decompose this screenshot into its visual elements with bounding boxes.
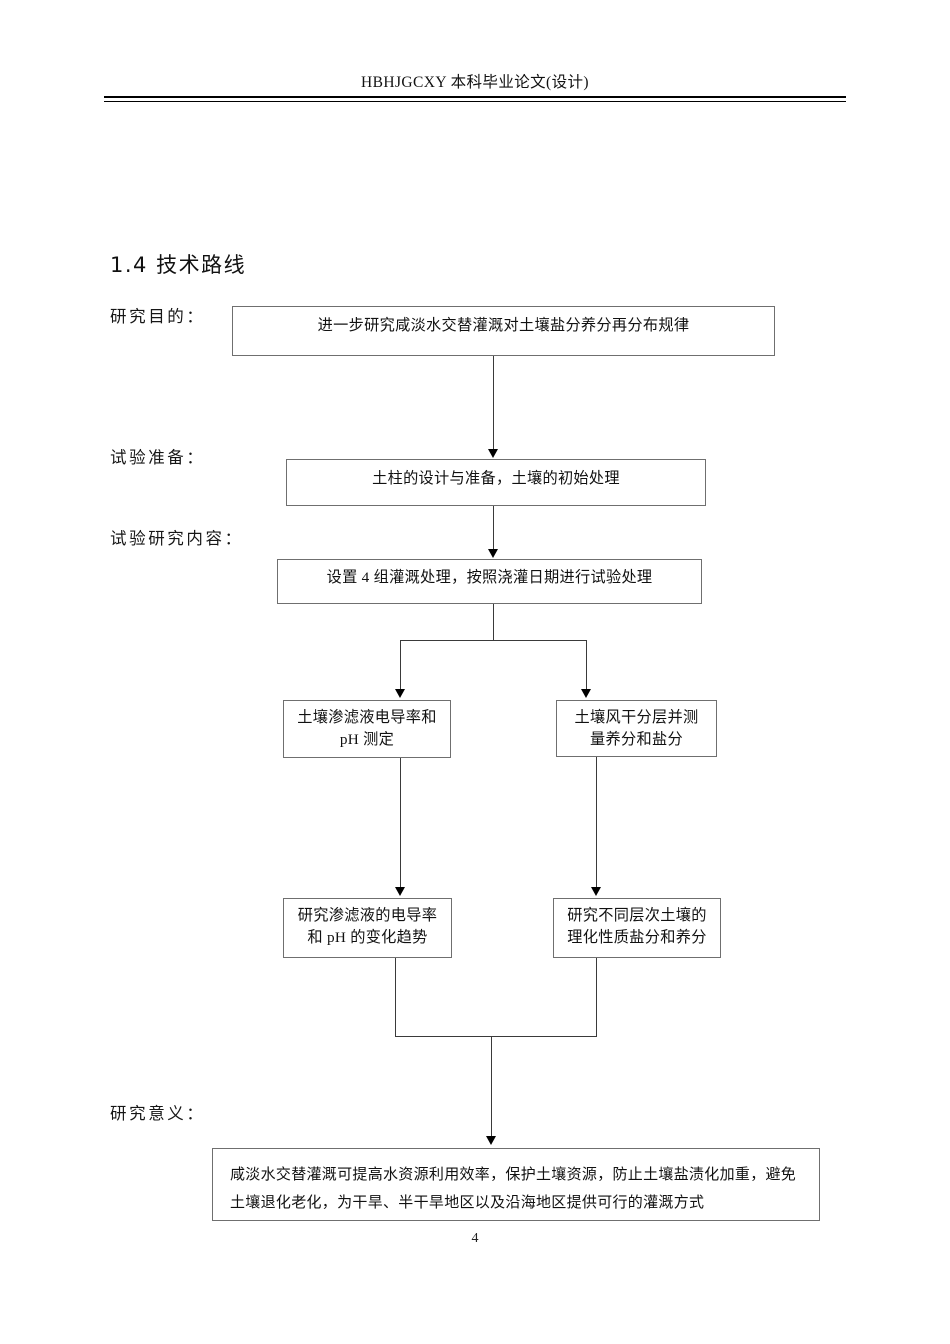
connector-trend-down xyxy=(395,958,396,1037)
flow-node-percolate-ec-ph: 土壤渗滤液电导率和 pH 测定 xyxy=(283,700,451,758)
connector-branch-right-down xyxy=(586,640,587,690)
connector-preparation-to-treatments xyxy=(493,506,494,551)
connector-merge-horizontal xyxy=(395,1036,597,1037)
stage-label-research-significance: 研究意义： xyxy=(110,1104,206,1123)
flow-node-text: 土壤风干分层并测 量养分和盐分 xyxy=(574,709,699,748)
flow-node-text: 进一步研究咸淡水交替灌溉对土壤盐分养分再分布规律 xyxy=(317,317,690,334)
flow-node-research-purpose: 进一步研究咸淡水交替灌溉对土壤盐分养分再分布规律 xyxy=(232,306,775,356)
stage-label-research-purpose: 研究目的： xyxy=(110,307,206,326)
arrowhead-percolate-ec-ph xyxy=(395,689,405,698)
page-header: HBHJGCXY 本科毕业论文(设计) xyxy=(104,70,846,95)
flow-node-treatments: 设置 4 组灌溉处理，按照浇灌日期进行试验处理 xyxy=(277,559,702,604)
connector-layer-properties-down xyxy=(596,958,597,1037)
arrowhead-treatments xyxy=(488,549,498,558)
connector-merge-to-significance xyxy=(491,1036,492,1137)
arrowhead-preparation xyxy=(488,449,498,458)
arrowhead-percolate-trend xyxy=(395,887,405,896)
connector-purpose-to-preparation xyxy=(493,356,494,450)
flow-node-text: 研究渗滤液的电导率 和 pH 的变化趋势 xyxy=(297,907,438,946)
flow-node-preparation: 土柱的设计与准备，土壤的初始处理 xyxy=(286,459,706,506)
connector-percolate-to-trend xyxy=(400,758,401,888)
arrowhead-significance xyxy=(486,1136,496,1145)
header-rule-thick xyxy=(104,96,846,98)
page-title: 1.4 技术路线 xyxy=(110,253,247,277)
arrowhead-air-dry-layers xyxy=(581,689,591,698)
connector-branch-horizontal xyxy=(400,640,586,641)
page-number: 4 xyxy=(471,1231,479,1246)
flow-node-text: 土壤渗滤液电导率和 pH 测定 xyxy=(297,709,437,748)
connector-treatments-stem xyxy=(493,604,494,640)
flow-node-percolate-trend: 研究渗滤液的电导率 和 pH 的变化趋势 xyxy=(283,898,452,958)
flow-node-significance: 咸淡水交替灌溉可提高水资源利用效率，保护土壤资源，防止土壤盐渍化加重，避免土壤退… xyxy=(212,1148,820,1221)
header-rule-thin xyxy=(104,101,846,102)
flow-node-text: 设置 4 组灌溉处理，按照浇灌日期进行试验处理 xyxy=(326,569,653,586)
flow-node-text: 咸淡水交替灌溉可提高水资源利用效率，保护土壤资源，防止土壤盐渍化加重，避免土壤退… xyxy=(230,1167,797,1211)
flow-node-layer-properties: 研究不同层次土壤的 理化性质盐分和养分 xyxy=(553,898,721,958)
connector-branch-left-down xyxy=(400,640,401,690)
connector-airdry-to-layer-properties xyxy=(596,757,597,888)
stage-label-experiment-content: 试验研究内容： xyxy=(110,529,244,548)
flow-node-air-dry-layers: 土壤风干分层并测 量养分和盐分 xyxy=(556,700,717,757)
page-header-title: HBHJGCXY 本科毕业论文(设计) xyxy=(361,74,589,91)
flow-node-text: 研究不同层次土壤的 理化性质盐分和养分 xyxy=(567,907,707,946)
flow-node-text: 土柱的设计与准备，土壤的初始处理 xyxy=(372,470,620,487)
stage-label-experiment-preparation: 试验准备： xyxy=(110,448,206,467)
arrowhead-layer-properties xyxy=(591,887,601,896)
